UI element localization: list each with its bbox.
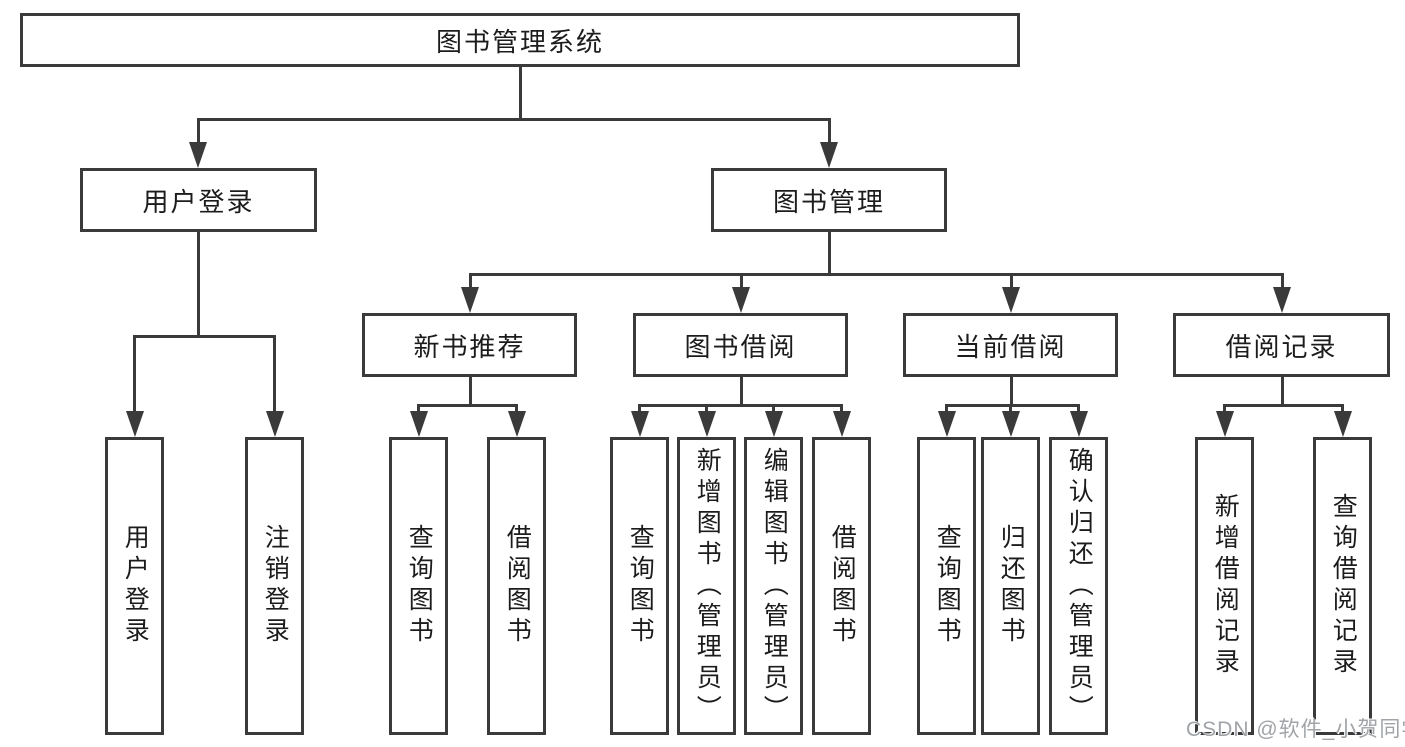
leaf-query-book-recommend-label: 查询图书	[405, 524, 434, 648]
arrow-down-icon	[461, 273, 479, 313]
leaf-confirm-return-admin: 确认归还（管理员）	[1049, 437, 1108, 735]
leaf-user-login-label: 用户登录	[121, 524, 150, 648]
arrow-down-icon	[697, 404, 716, 437]
arrow-down-icon	[1002, 273, 1020, 313]
leaf-query-borrow-record-label: 查询借阅记录	[1329, 493, 1358, 679]
connector-line	[827, 232, 831, 276]
arrow-down-icon	[630, 404, 649, 437]
node-book-borrow: 图书借阅	[633, 313, 848, 377]
arrow-down-icon	[507, 404, 526, 437]
leaf-query-book-borrow: 查询图书	[610, 437, 669, 735]
connector-line	[518, 67, 522, 120]
connector-line	[945, 404, 1080, 407]
arrow-down-icon	[1273, 273, 1291, 313]
arrow-down-icon	[937, 404, 956, 437]
leaf-edit-book-admin-label: 编辑图书（管理员）	[760, 446, 789, 726]
arrow-down-icon	[1069, 404, 1088, 437]
connector-line	[1280, 377, 1284, 407]
arrow-down-icon	[832, 404, 851, 437]
arrow-down-icon	[732, 273, 750, 313]
arrow-down-icon	[265, 335, 284, 437]
connector-line	[1009, 377, 1013, 407]
arrow-down-icon	[409, 404, 428, 437]
leaf-logout: 注销登录	[245, 437, 304, 735]
leaf-borrow-book-recommend-label: 借阅图书	[503, 524, 532, 648]
leaf-borrow-book-label: 借阅图书	[828, 524, 857, 648]
leaf-return-book: 归还图书	[981, 437, 1040, 735]
node-new-book-recommend-label: 新书推荐	[413, 331, 526, 362]
arrow-down-icon	[189, 118, 207, 168]
node-book-management-label: 图书管理	[772, 186, 885, 217]
connector-line	[468, 377, 472, 407]
connector-line	[196, 118, 831, 121]
arrow-down-icon	[1001, 404, 1020, 437]
node-current-borrow-label: 当前借阅	[954, 331, 1067, 362]
node-book-borrow-label: 图书借阅	[684, 331, 797, 362]
node-user-login: 用户登录	[80, 168, 317, 232]
connector-line	[468, 273, 1284, 276]
node-root-label: 图书管理系统	[435, 26, 604, 57]
leaf-return-book-label: 归还图书	[997, 524, 1026, 648]
leaf-borrow-book: 借阅图书	[812, 437, 871, 735]
leaf-borrow-book-recommend: 借阅图书	[487, 437, 546, 735]
leaf-logout-label: 注销登录	[261, 524, 290, 648]
leaf-query-book-borrow-label: 查询图书	[626, 524, 655, 648]
arrow-down-icon	[820, 118, 838, 168]
leaf-add-borrow-record-label: 新增借阅记录	[1211, 493, 1240, 679]
node-borrow-record: 借阅记录	[1173, 313, 1390, 377]
watermark: CSDN @软件_小贺同学	[1186, 718, 1405, 741]
connector-line	[133, 335, 276, 338]
arrow-down-icon	[125, 335, 144, 437]
arrow-down-icon	[764, 404, 783, 437]
arrow-down-icon	[1333, 404, 1352, 437]
connector-line	[739, 377, 743, 407]
connector-line	[1223, 404, 1344, 407]
leaf-query-book-recommend: 查询图书	[389, 437, 448, 735]
node-book-management: 图书管理	[711, 168, 947, 232]
node-current-borrow: 当前借阅	[903, 313, 1118, 377]
leaf-user-login: 用户登录	[105, 437, 164, 735]
leaf-query-borrow-record: 查询借阅记录	[1313, 437, 1372, 735]
leaf-add-book-admin-label: 新增图书（管理员）	[693, 446, 722, 726]
node-borrow-record-label: 借阅记录	[1225, 331, 1338, 362]
connector-line	[417, 404, 518, 407]
arrow-down-icon	[1215, 404, 1234, 437]
connector-line	[196, 232, 200, 338]
node-user-login-label: 用户登录	[142, 186, 255, 217]
leaf-add-book-admin: 新增图书（管理员）	[677, 437, 736, 735]
node-new-book-recommend: 新书推荐	[362, 313, 577, 377]
leaf-add-borrow-record: 新增借阅记录	[1195, 437, 1254, 735]
leaf-edit-book-admin: 编辑图书（管理员）	[744, 437, 803, 735]
leaf-query-book-current-label: 查询图书	[933, 524, 962, 648]
leaf-confirm-return-admin-label: 确认归还（管理员）	[1065, 446, 1094, 726]
node-root: 图书管理系统	[20, 13, 1020, 67]
leaf-query-book-current: 查询图书	[917, 437, 976, 735]
connector-line	[638, 404, 843, 407]
